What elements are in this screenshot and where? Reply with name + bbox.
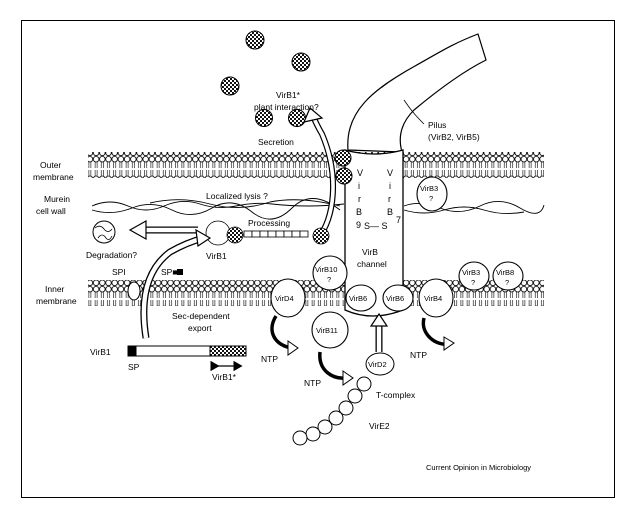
virb7-letter-b: B	[387, 207, 393, 217]
sec-export-label-2: export	[188, 323, 212, 333]
virb8-q: ?	[505, 278, 509, 287]
virb9-letter-v: V	[357, 168, 363, 178]
virb9-letter-r: r	[358, 194, 361, 204]
virb7-letter-i: i	[389, 181, 391, 191]
virb1-left-label: VirB1	[90, 347, 111, 357]
virb7-number: 7	[396, 215, 401, 225]
degradation-label: Degradation?	[86, 250, 137, 260]
t-complex	[292, 352, 395, 446]
virb3-outer-label: VirB3	[420, 184, 438, 193]
virb9-letter-i: i	[358, 181, 360, 191]
ntp-label-3: NTP	[410, 350, 427, 360]
virb3-inner-q: ?	[471, 278, 475, 287]
virb7-letter-v: V	[387, 168, 393, 178]
outer-membrane-label-1: Outer	[40, 160, 61, 170]
plant-interaction-label: plant interaction?	[254, 102, 319, 112]
virb7-letter-r: r	[388, 194, 391, 204]
spi-label: SPI	[112, 267, 126, 277]
localized-lysis-label: Localized lysis ?	[206, 191, 268, 201]
ntp-label-1: NTP	[261, 354, 278, 364]
virb3-outer-q: ?	[429, 194, 433, 203]
pilus-label-leader	[403, 99, 425, 125]
t-complex-label: T-complex	[376, 390, 416, 400]
vird4-label: VirD4	[275, 294, 294, 303]
secreted-virb1-particles	[220, 30, 353, 185]
secretion-label: Secretion	[258, 137, 294, 147]
outer-membrane-label-2: membrane	[33, 172, 74, 182]
cell-wall-label-1: Murein	[44, 194, 70, 204]
virb9-number: 9	[356, 220, 361, 230]
murein-cell-wall	[91, 198, 545, 220]
sp-square	[177, 269, 183, 275]
figure-border	[21, 20, 615, 498]
processing-label: Processing	[248, 218, 290, 228]
outer-membrane	[88, 152, 544, 178]
vird2-label: VirD2	[368, 360, 387, 369]
virb10-protein	[312, 255, 348, 291]
virb10-q: ?	[327, 275, 331, 284]
virb6-left-label: VirB6	[349, 294, 367, 303]
virb8-protein	[492, 261, 524, 291]
virb-channel-label-2: channel	[357, 259, 387, 269]
virb9-letter-b: B	[356, 207, 362, 217]
pilus-label-1: Pilus	[428, 120, 446, 130]
virb6-left-protein	[345, 284, 377, 312]
pilus-label-2: (VirB2, VirB5)	[428, 132, 480, 142]
virb10-label: VirB10	[315, 265, 337, 274]
sp-label: SP	[128, 362, 140, 372]
virb1-mid-label: VirB1	[206, 251, 227, 261]
virb1-precursor-bar	[127, 345, 247, 357]
virb-channel-label-1: VirB	[362, 247, 378, 257]
secretion-arrow-head	[302, 107, 324, 123]
virb4-label: VirB4	[424, 294, 442, 303]
sp-square-label: SP■	[161, 267, 177, 277]
signal-peptidase-spi	[127, 281, 141, 301]
journal-credit: Current Opinion in Microbiology	[426, 463, 531, 472]
virb8-label: VirB8	[496, 268, 514, 277]
ntp-label-2: NTP	[304, 378, 321, 388]
virb11-label: VirB11	[316, 326, 338, 335]
vird2-protein	[365, 352, 395, 376]
virb3-outer-protein	[416, 176, 448, 212]
virb1-star-top-label: VirB1*	[276, 90, 301, 100]
virb6-right-protein	[382, 284, 414, 312]
cell-wall-label-2: cell wall	[36, 206, 66, 216]
inner-membrane-label-1: Inner	[45, 284, 65, 294]
ntp-arrows	[270, 315, 449, 380]
pilus	[347, 33, 487, 153]
virb11-protein	[311, 311, 349, 349]
sec-export-label-1: Sec-dependent	[172, 311, 230, 321]
processing-chain	[205, 220, 330, 246]
vire2-label: VirE2	[369, 421, 390, 431]
membrane-proteins	[270, 176, 524, 349]
virb6-right-label: VirB6	[386, 294, 404, 303]
virb3-inner-label: VirB3	[462, 268, 480, 277]
vird4-protein	[270, 278, 306, 318]
degradation-globe-icon	[92, 220, 116, 244]
virb3-inner-protein	[458, 261, 490, 291]
disulfide-bond-label: S— S	[364, 221, 388, 231]
virb4-protein	[418, 278, 454, 318]
inner-membrane-label-2: membrane	[36, 296, 77, 306]
virb1-star-bottom-label: VirB1*	[212, 372, 237, 382]
